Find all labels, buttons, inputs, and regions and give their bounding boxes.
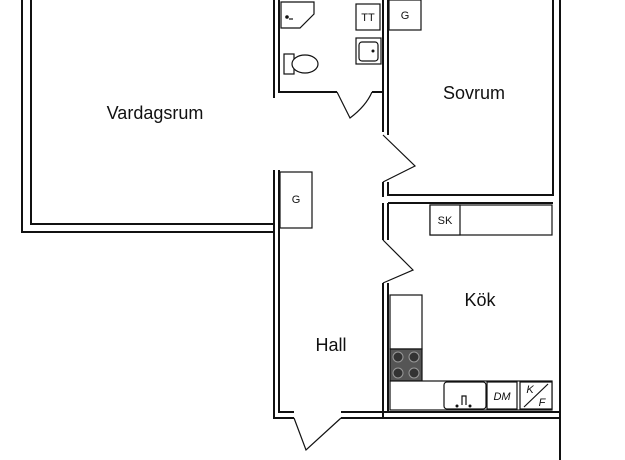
entrance-door-swing — [293, 417, 342, 452]
bathroom: TT — [279, 0, 384, 119]
room-label-living-room: Vardagsrum — [107, 103, 204, 123]
kitchen: SK DM K F — [382, 202, 560, 419]
toilet — [283, 53, 319, 75]
bedroom: G — [382, 0, 561, 460]
freezer-label: SK — [438, 215, 453, 227]
dishwasher: DM — [486, 381, 518, 410]
freezer: SK — [429, 204, 461, 236]
kitchen-counter-side — [389, 294, 423, 350]
stove — [389, 348, 423, 382]
washer-dryer-label: TT — [361, 12, 375, 24]
room-label-hall: Hall — [315, 335, 346, 355]
room-label-kitchen: Kök — [464, 290, 496, 310]
wardrobe-hall: G — [279, 171, 313, 229]
bedroom-door-swing — [382, 134, 417, 183]
room-label-bedroom: Sovrum — [443, 83, 505, 103]
kitchen-door-swing — [382, 239, 415, 284]
wardrobe-bedroom: G — [388, 0, 422, 31]
dishwasher-label: DM — [493, 391, 511, 403]
washbasin — [355, 37, 382, 65]
fridge-freezer: K F — [519, 381, 553, 410]
freezer-compartment-label: F — [539, 397, 547, 409]
wardrobe-hall-label: G — [292, 194, 301, 206]
hall: G — [273, 170, 384, 452]
washer-dryer: TT — [355, 3, 381, 31]
bathroom-door-swing — [336, 91, 373, 119]
wardrobe-bedroom-label: G — [401, 10, 410, 22]
fridge-label: K — [526, 384, 534, 396]
kitchen-sink — [443, 381, 487, 410]
shower — [280, 1, 315, 29]
